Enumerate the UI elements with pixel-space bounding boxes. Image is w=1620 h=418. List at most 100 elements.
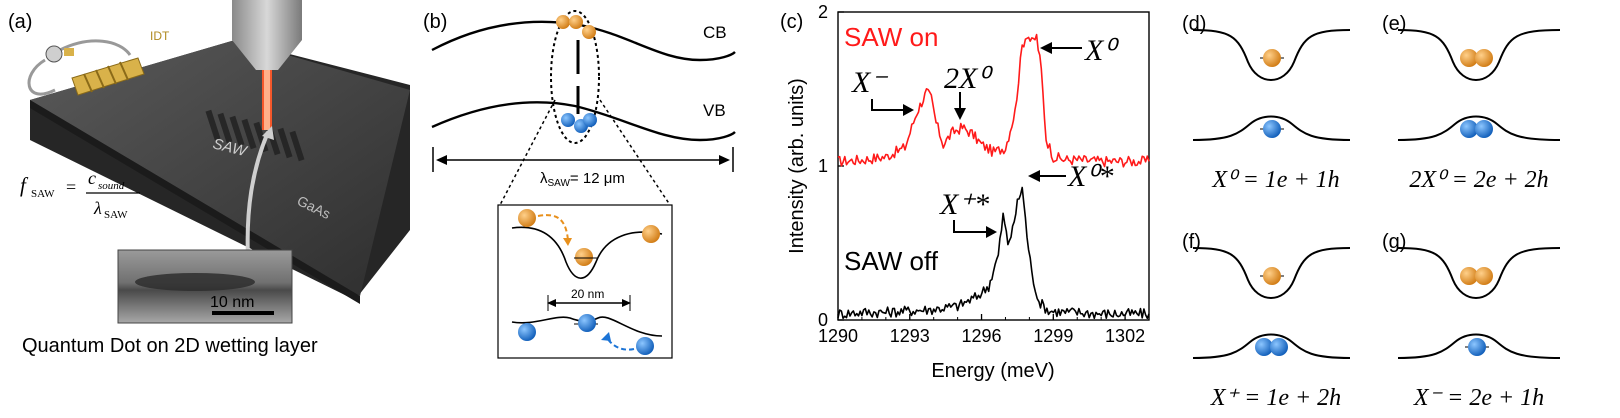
panel-f-label: (f) [1182, 231, 1201, 253]
panel-g-electron-2 [1475, 267, 1493, 285]
panel-d: (d) X⁰ = 1e + 1h [1182, 13, 1351, 193]
idt-electrodes [71, 57, 145, 96]
wavelength-label: λSAW= 12 μm [540, 170, 625, 189]
panel-e-formula: 2X⁰ = 2e + 2h [1409, 167, 1548, 193]
panel-d-label: (d) [1182, 13, 1206, 35]
saw-on-label: SAW on [844, 22, 938, 52]
inset-scale-arrowhead-left [547, 299, 556, 307]
inset-electron-arrowhead [563, 238, 572, 246]
inset-electron-3 [642, 225, 660, 243]
x-tick-label: 1293 [890, 326, 930, 346]
wavelength-arrowhead-left [436, 155, 447, 165]
wavelength-arrowhead-right [719, 155, 730, 165]
formula-f-sub: SAW [31, 188, 55, 200]
panel-c-label: (c) [780, 11, 803, 33]
saw-frequency-formula: f SAW = c sound λ SAW [20, 168, 140, 221]
x-axis-label: Energy (meV) [931, 360, 1054, 382]
panel-d-electron [1263, 49, 1281, 67]
wavelength-sub: SAW [548, 178, 571, 189]
formula-f: f [20, 173, 29, 197]
y-axis-ticks: 0 1 2 [818, 2, 844, 330]
inset-hole-arrowhead [601, 332, 611, 341]
scale-bar [212, 311, 274, 315]
x-plus-star-label: X⁺* [939, 188, 989, 221]
y-tick-label: 1 [818, 156, 828, 176]
wavelength-value: = 12 μm [570, 170, 625, 187]
x-minus-arrowhead [903, 104, 914, 116]
inset-hole-capture-arrow [605, 335, 635, 351]
panel-f: (f) X⁺ = 1e + 2h [1182, 231, 1351, 411]
series-line-saw-off [837, 186, 1150, 320]
panel-f-hole-1 [1255, 338, 1273, 356]
x-tick-label: 1299 [1033, 326, 1073, 346]
panel-e: (e) 2X⁰ = 2e + 2h [1382, 13, 1561, 193]
panel-d-hole [1263, 120, 1281, 138]
x0-label: X⁰ [1084, 34, 1119, 67]
x-plus-star-arrowhead [986, 226, 997, 238]
tem-image: 10 nm [117, 249, 293, 324]
objective-lens [232, 0, 302, 130]
panel-e-electron-1 [1460, 49, 1478, 67]
series-layer [837, 33, 1150, 320]
series-line-saw-on [837, 33, 1150, 168]
zoom-line-left [499, 99, 556, 206]
formula-lambda: λ [93, 198, 102, 218]
formula-lambda-sub: SAW [104, 209, 128, 221]
x-tick-label: 1296 [962, 326, 1002, 346]
electron-b2 [569, 15, 583, 29]
panel-e-cb-well [1397, 29, 1561, 81]
x-minus-label: X⁻ [851, 66, 888, 99]
inset-scale-label: 20 nm [571, 287, 604, 301]
qd-pointer-arrow [245, 131, 270, 259]
electron-b3 [582, 25, 596, 39]
panel-g-formula: X⁻ = 2e + 1h [1413, 385, 1544, 411]
panel-f-hole-2 [1270, 338, 1288, 356]
rf-source [27, 39, 132, 96]
formula-c: c [88, 168, 96, 188]
conduction-band-curve [431, 20, 736, 62]
x0-star-arrowhead [1028, 170, 1040, 182]
x-minus-arrow [871, 99, 908, 111]
x-tick-label: 1302 [1105, 326, 1145, 346]
y-tick-label: 2 [818, 2, 828, 22]
panel-g-hole [1468, 338, 1486, 356]
hole-b1 [561, 113, 575, 127]
panel-e-electron-2 [1475, 49, 1493, 67]
panel-e-label: (e) [1382, 13, 1406, 35]
saw-off-label: SAW off [844, 246, 939, 276]
panel-g-electron-1 [1460, 267, 1478, 285]
inset-electron-capture-arrow [537, 214, 569, 241]
panel-g-cb-well [1397, 247, 1561, 299]
cb-label: CB [703, 23, 727, 42]
idt-label: IDT [150, 29, 170, 43]
panel-f-vb-well [1192, 333, 1351, 359]
qd-pointer-arrowhead [262, 126, 274, 140]
2x0-label: 2X⁰ [944, 62, 993, 95]
panel-a: (a) IDT [8, 0, 410, 357]
formula-c-sub: sound [98, 180, 125, 192]
panel-a-caption: Quantum Dot on 2D wetting layer [22, 335, 318, 357]
panel-d-cb-well [1192, 29, 1351, 81]
panel-d-vb-well [1192, 115, 1351, 141]
panel-b-label: (b) [423, 11, 447, 33]
panel-f-formula: X⁺ = 1e + 2h [1210, 385, 1341, 411]
gaas-substrate-surface [30, 40, 410, 296]
panel-e-hole-1 [1460, 120, 1478, 138]
panel-d-formula: X⁰ = 1e + 1h [1211, 167, 1339, 193]
inset-hole-3 [636, 337, 654, 355]
panel-g-label: (g) [1382, 231, 1406, 253]
panel-e-hole-2 [1475, 120, 1493, 138]
inset-cb-well [511, 226, 663, 279]
qd-dotted-oval [550, 10, 600, 144]
vb-label: VB [703, 101, 726, 120]
panel-g-vb-well [1397, 333, 1561, 359]
x0-star-label: X⁰* [1067, 160, 1113, 193]
inset-hole-1 [518, 323, 536, 341]
wavelength-lambda: λ [540, 170, 548, 187]
y-axis-label: Intensity (arb. units) [786, 78, 808, 254]
y-tick-label: 0 [818, 310, 828, 330]
x-plus-star-arrow [953, 220, 990, 233]
